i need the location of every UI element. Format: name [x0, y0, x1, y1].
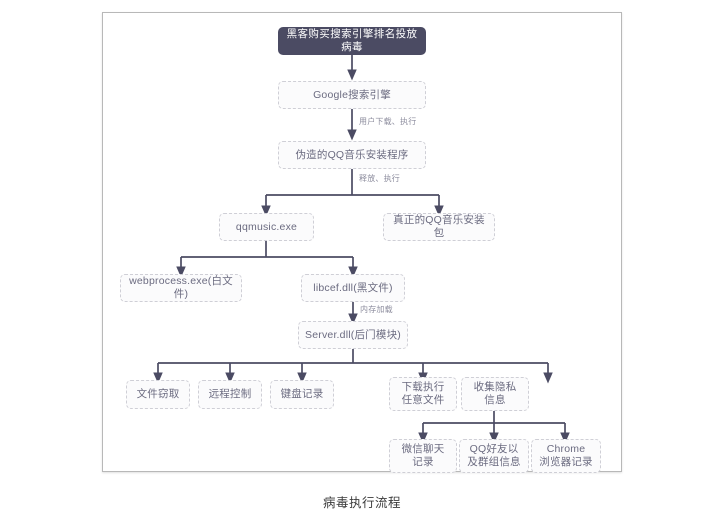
node-privacy-wechat-chat: 微信聊天 记录: [389, 439, 457, 473]
privacy-wechat-line1: 微信聊天: [401, 443, 445, 455]
capability-download-exec-line2: 任意文件: [401, 394, 445, 406]
privacy-qq-line2: 及群组信息: [467, 456, 521, 468]
node-google: Google搜索引擎: [278, 81, 426, 109]
capability-download-exec-line1: 下载执行: [401, 381, 445, 393]
edge-label-release-run: 释放、执行: [359, 174, 400, 183]
node-server-dll-backdoor: Server.dll(后门模块): [298, 321, 408, 349]
figure-caption: 病毒执行流程: [322, 496, 401, 510]
edge-label-memory-load: 内存加载: [360, 305, 393, 314]
privacy-wechat-line2: 记录: [412, 456, 434, 468]
node-real-qq-package: 真正的QQ音乐安装包: [383, 213, 495, 241]
node-webprocess-exe: webprocess.exe(白文件): [120, 274, 242, 302]
privacy-chrome-line1: Chrome: [546, 443, 586, 455]
node-qqmusic-exe: qqmusic.exe: [219, 213, 314, 241]
flowchart-panel: 黑客购买搜索引擎排名投放病毒 Google搜索引擎 用户下载、执行 伪造的QQ音…: [102, 12, 622, 473]
edge-label-download-run: 用户下载、执行: [359, 117, 417, 126]
node-privacy-qq-friends: QQ好友以 及群组信息: [459, 439, 529, 473]
connector-layer: [153, 55, 570, 444]
node-fake-qq-installer: 伪造的QQ音乐安装程序: [278, 141, 426, 169]
capability-collect-privacy-line1: 收集隐私: [473, 381, 517, 393]
capability-collect-privacy-line2: 信息: [484, 394, 506, 406]
node-capability-keylogger: 键盘记录: [270, 380, 334, 409]
node-libcef-dll: libcef.dll(黑文件): [301, 274, 405, 302]
node-capability-collect-privacy: 收集隐私 信息: [461, 377, 529, 411]
node-capability-download-exec: 下载执行 任意文件: [389, 377, 457, 411]
node-capability-remote-control: 远程控制: [198, 380, 262, 409]
node-capability-file-steal: 文件窃取: [126, 380, 190, 409]
privacy-chrome-line2: 浏览器记录: [539, 456, 593, 468]
privacy-qq-line1: QQ好友以: [469, 443, 519, 455]
node-privacy-chrome-history: Chrome 浏览器记录: [531, 439, 601, 473]
node-title-attack-vector: 黑客购买搜索引擎排名投放病毒: [278, 27, 426, 55]
